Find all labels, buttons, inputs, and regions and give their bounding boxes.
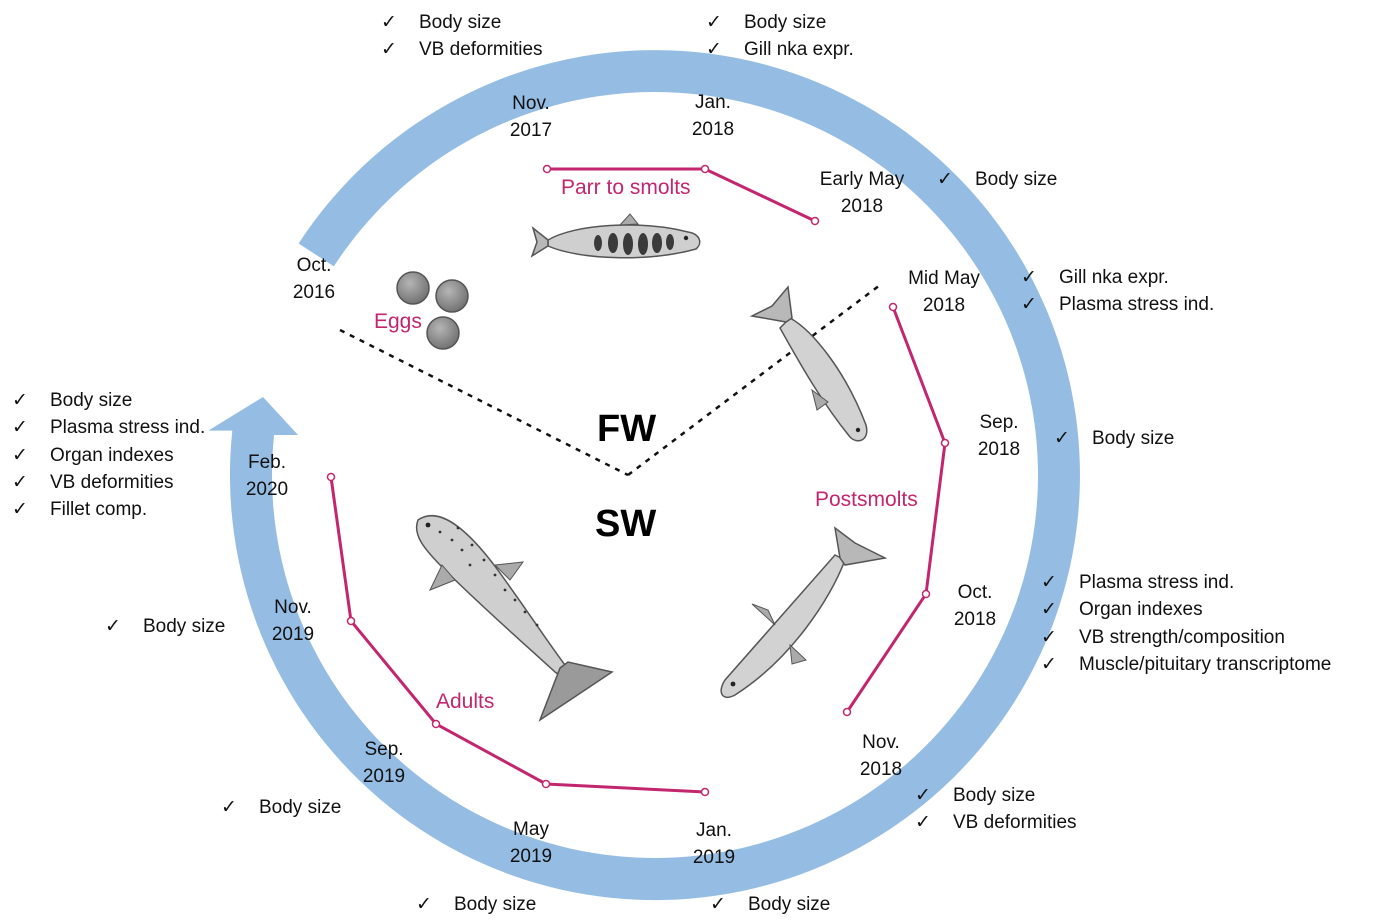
checklist-nov2017: ✓Body size ✓VB deformities — [381, 9, 543, 64]
postsmolt-fish-illustration — [721, 528, 885, 697]
checklist-oct2018: ✓Plasma stress ind. ✓Organ indexes ✓VB s… — [1041, 569, 1331, 678]
stage-adults-label: Adults — [436, 690, 494, 714]
date-jan2019: Jan.2019 — [686, 817, 742, 871]
date-sep2019: Sep.2019 — [355, 736, 413, 790]
smolt-fish-illustration — [752, 287, 867, 441]
date-nov2017: Nov.2017 — [503, 90, 559, 144]
stage-parr-label: Parr to smolts — [561, 176, 691, 200]
date-oct2016: Oct.2016 — [288, 252, 340, 306]
stage-eggs-label: Eggs — [374, 310, 422, 334]
date-nov2019: Nov.2019 — [264, 594, 322, 648]
sw-label: SW — [595, 503, 656, 546]
fw-sw-divider-left — [340, 330, 628, 475]
checklist-nov2018: ✓Body size ✓VB deformities — [915, 782, 1077, 837]
checklist-sep2019: ✓Body size — [221, 794, 341, 821]
date-oct2018: Oct.2018 — [947, 579, 1003, 633]
stage-postsmolts-label: Postsmolts — [815, 488, 918, 512]
checklist-jan2019: ✓Body size — [710, 891, 830, 918]
checklist-jan2018: ✓Body size ✓Gill nka expr. — [706, 9, 854, 64]
checklist-earlymay2018: ✓Body size — [937, 166, 1057, 193]
date-feb2020: Feb.2020 — [239, 449, 295, 503]
date-nov2018: Nov.2018 — [852, 729, 910, 783]
parr-fish-illustration — [532, 214, 700, 258]
checklist-may2019: ✓Body size — [416, 891, 536, 918]
checklist-feb2020: ✓Body size ✓Plasma stress ind. ✓Organ in… — [12, 387, 205, 523]
checklist-sep2018: ✓Body size — [1054, 425, 1174, 452]
fw-label: FW — [597, 408, 656, 451]
checklist-midmay2018: ✓Gill nka expr. ✓Plasma stress ind. — [1021, 264, 1214, 319]
date-sep2018: Sep.2018 — [970, 409, 1028, 463]
checklist-nov2019: ✓Body size — [105, 613, 225, 640]
stage-lines — [331, 169, 945, 792]
date-jan2018: Jan.2018 — [685, 89, 741, 143]
